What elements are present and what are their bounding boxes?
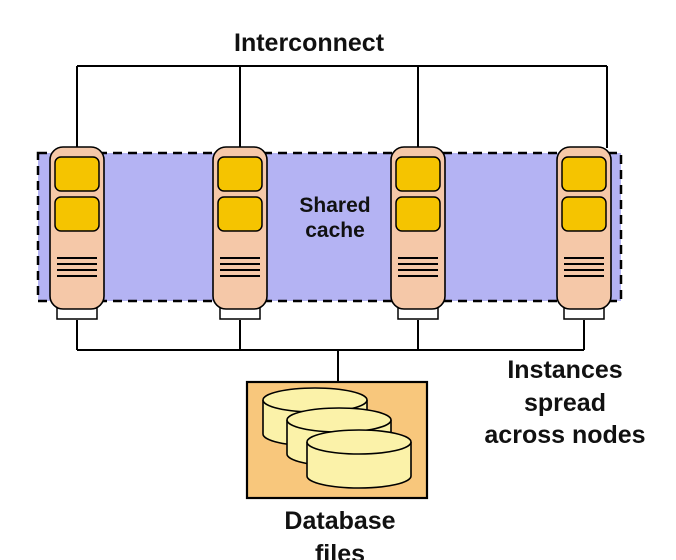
node-slot bbox=[217, 156, 263, 192]
interconnect-label: Interconnect bbox=[234, 29, 385, 57]
shared-cache-region bbox=[36, 151, 623, 303]
disk-cylinder-3 bbox=[306, 429, 412, 489]
instances-note-label: Instances spread across nodes bbox=[462, 354, 668, 452]
node-vent bbox=[57, 257, 97, 277]
node-vent bbox=[564, 257, 604, 277]
node-server-2 bbox=[212, 146, 268, 320]
node-server-3 bbox=[390, 146, 446, 320]
database-files-label: Database files bbox=[250, 505, 430, 560]
shared-cache-label: Shared cache bbox=[270, 193, 400, 243]
shared-cache-label-line-2: cache bbox=[305, 219, 365, 243]
node-server-1 bbox=[49, 146, 105, 320]
node-slot bbox=[395, 196, 441, 232]
node-slot bbox=[561, 196, 607, 232]
node-vent bbox=[220, 257, 260, 277]
node-server-4 bbox=[556, 146, 612, 320]
interconnect-lines bbox=[76, 65, 608, 148]
node-slot bbox=[561, 156, 607, 192]
database-label-line-2: files bbox=[314, 539, 366, 560]
node-vent bbox=[398, 257, 438, 277]
storage-lines bbox=[76, 320, 585, 382]
instances-note-line-1: Instances bbox=[507, 356, 623, 384]
node-slot bbox=[54, 156, 100, 192]
shared-cache-label-line-1: Shared bbox=[299, 194, 371, 217]
database-storage bbox=[245, 380, 429, 500]
node-slot bbox=[54, 196, 100, 232]
database-label-line-1: Database bbox=[284, 507, 396, 535]
node-slot bbox=[217, 196, 263, 232]
node-slot bbox=[395, 156, 441, 192]
instances-note-line-3: across nodes bbox=[484, 421, 646, 449]
instances-note-line-2: spread bbox=[524, 388, 606, 417]
